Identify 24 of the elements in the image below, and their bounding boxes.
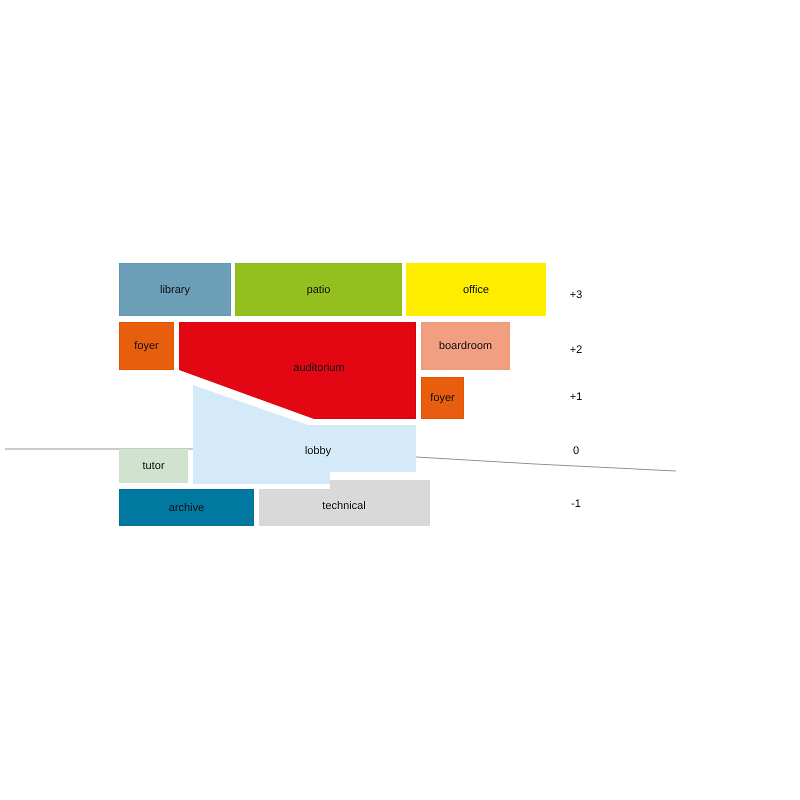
room-label: technical [322, 500, 366, 512]
room-block [119, 449, 188, 483]
room-block [119, 263, 231, 316]
room-label: patio [306, 284, 330, 296]
room-label: foyer [430, 392, 455, 404]
room-label: library [160, 284, 190, 296]
level-label: +1 [570, 391, 582, 403]
room-label: auditorium [293, 362, 345, 374]
room-block [421, 322, 510, 370]
room-block [119, 322, 174, 370]
level-label: +3 [570, 289, 582, 301]
room-block [235, 263, 402, 316]
room-label: boardroom [438, 340, 492, 352]
room-block [406, 263, 546, 316]
level-label: 0 [572, 445, 580, 457]
room-label: foyer [134, 340, 159, 352]
room-block [421, 377, 464, 419]
room-block [119, 489, 254, 526]
room-label: lobby [304, 445, 332, 457]
level-label: +2 [570, 344, 582, 356]
level-label: -1 [571, 498, 581, 510]
room-label: office [462, 284, 490, 296]
room-label: archive [168, 502, 204, 514]
room-label: tutor [142, 460, 164, 472]
